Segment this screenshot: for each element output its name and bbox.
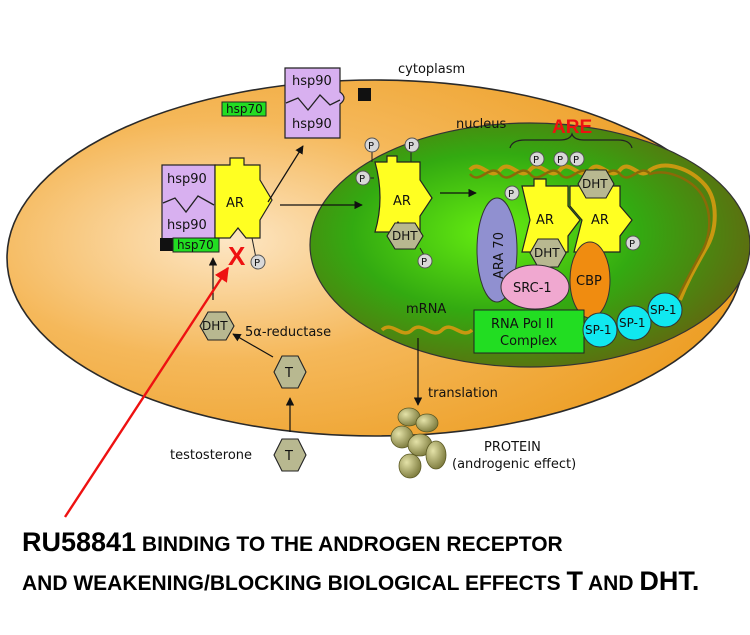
hsp90-label: hsp90	[292, 74, 332, 89]
caption-t: T	[566, 566, 583, 596]
caption-line-2: and weakening/blocking biological effect…	[22, 566, 699, 597]
caption-line-1: RU58841 binding to the androgen receptor	[22, 527, 563, 558]
hsp70-free: hsp70	[221, 101, 267, 117]
cbp-label: CBP	[576, 274, 602, 289]
dht-hexagon: DHT	[199, 311, 235, 341]
block-x-mark: X	[228, 241, 246, 271]
hsp90-label: hsp90	[292, 117, 332, 132]
src1: SRC-1	[500, 264, 570, 310]
rna-pol-label: RNA Pol II	[491, 317, 554, 332]
caption-drug-name: RU58841	[22, 527, 137, 557]
cbp: CBP	[569, 241, 611, 319]
ar-label: AR	[591, 213, 609, 228]
nucleus-label: nucleus	[456, 117, 506, 132]
phospho-label: P	[629, 239, 635, 250]
androgenic-effect-label: (androgenic effect)	[452, 457, 576, 472]
cytoplasm-label: cytoplasm	[398, 62, 465, 77]
dht-label: DHT	[582, 177, 608, 191]
mrna-label: mRNA	[406, 302, 446, 317]
hsp90-free-complex: hsp90 hsp90	[284, 67, 371, 139]
phospho-label: P	[421, 257, 427, 268]
hsp90-label: hsp90	[167, 172, 207, 187]
sp1-group: SP-1 SP-1 SP-1	[582, 292, 683, 348]
caption-text: and weakening/blocking biological effect…	[22, 572, 567, 595]
caption-dht: DHT.	[639, 566, 700, 596]
ar-hsp-complex: hsp90 hsp90 hsp70 AR P X	[160, 157, 273, 271]
phospho-label: P	[368, 141, 374, 152]
t-hexagon-cytoplasm: T	[273, 355, 307, 389]
mrna-strand	[380, 325, 474, 335]
dht-label: DHT	[202, 319, 228, 333]
sp1-label: SP-1	[650, 303, 677, 317]
protein-cluster	[390, 407, 447, 479]
hsp90-label: hsp90	[167, 218, 207, 233]
phospho-label: P	[557, 155, 563, 166]
reductase-label: 5α-reductase	[245, 325, 331, 340]
t-label: T	[284, 366, 293, 381]
phospho-label: P	[573, 155, 579, 166]
ar-label: AR	[226, 196, 244, 211]
caption-text: binding to the androgen receptor	[136, 533, 563, 556]
rna-pol-label: Complex	[500, 334, 557, 349]
phospho-label: P	[533, 155, 539, 166]
hsp70-label: hsp70	[177, 238, 214, 252]
reductase-arrow	[232, 333, 274, 358]
are-label: ARE	[552, 117, 592, 138]
caption-text: and	[582, 572, 640, 595]
ar-label: AR	[536, 213, 554, 228]
t-label: T	[284, 449, 293, 464]
phospho-label: P	[254, 258, 260, 269]
src1-label: SRC-1	[513, 281, 552, 296]
dht-label: DHT	[534, 246, 560, 260]
testosterone-label: testosterone	[170, 448, 252, 463]
translation-label: translation	[428, 386, 498, 401]
release-arrow	[267, 145, 304, 203]
phospho-label: P	[508, 189, 514, 200]
dht-label: DHT	[392, 229, 418, 243]
phospho-label: P	[408, 141, 414, 152]
are-brace	[509, 132, 633, 149]
rna-pol-ii-complex: RNA Pol II Complex	[473, 309, 585, 354]
ara70-label: ARA 70	[492, 232, 507, 279]
phospho-label: P	[359, 174, 365, 185]
sp1-label: SP-1	[585, 323, 612, 337]
ar-label: AR	[393, 194, 411, 209]
ar-dht-nucleus: P P P AR DHT P	[355, 137, 433, 269]
hsp70-label: hsp70	[226, 102, 263, 116]
ar-dimer: P P P P AR AR DHT DHT P	[504, 151, 641, 268]
protein-label: PROTEIN	[484, 440, 541, 455]
sp1-label: SP-1	[619, 316, 646, 330]
red-pointer-arrow	[63, 266, 230, 518]
t-hexagon-outside: T	[273, 438, 307, 472]
